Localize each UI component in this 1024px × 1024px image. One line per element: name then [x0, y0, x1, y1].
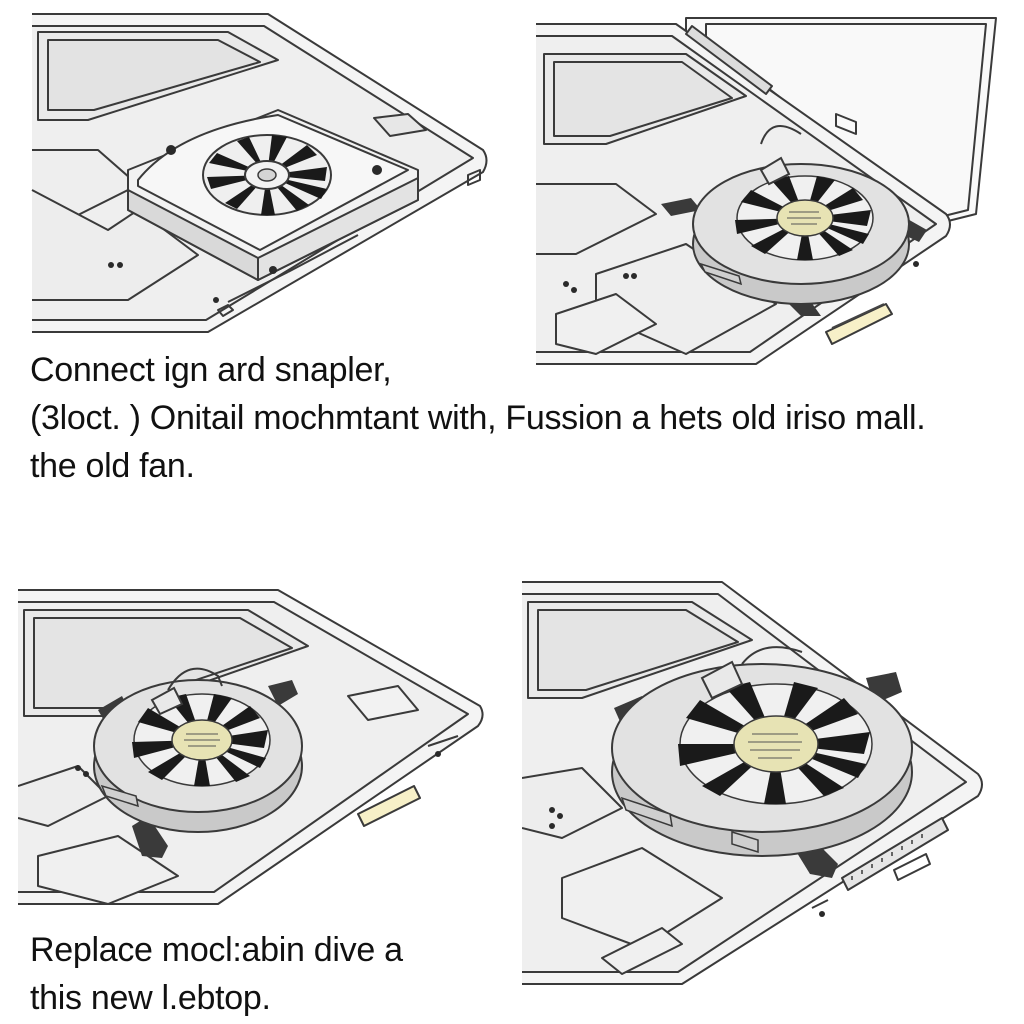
step-3-drawing [18, 589, 484, 905]
step-2-illustration [536, 14, 1006, 370]
caption-top-line-3: the old fan. [30, 447, 195, 485]
caption-bottom-line-2: this new l.ebtop. [30, 979, 271, 1017]
caption-bottom-line-1: Replace mocl:abin dive a [30, 931, 403, 969]
installed-fan-icon [611, 646, 913, 878]
step-caption-bottom: Replace mocl:abin dive a this new l.ebto… [30, 926, 403, 1022]
step-1-drawing [31, 13, 488, 333]
step-4-drawing [522, 581, 983, 985]
caption-top-line-1: Connect ign ard snapler, [30, 351, 392, 389]
fan-rotor-icon [202, 134, 332, 216]
step-1-illustration [28, 10, 498, 340]
step-2-drawing [536, 17, 997, 365]
replacement-fan-icon [93, 667, 303, 858]
step-3-illustration [18, 586, 488, 908]
step-4-illustration [522, 578, 992, 988]
caption-top-line-2: (3loct. ) Onitail mochmtant with, Fussio… [30, 399, 926, 437]
blower-fan-icon [661, 125, 927, 316]
step-caption-top: Connect ign ard snapler, (3loct. ) Onita… [30, 346, 926, 490]
